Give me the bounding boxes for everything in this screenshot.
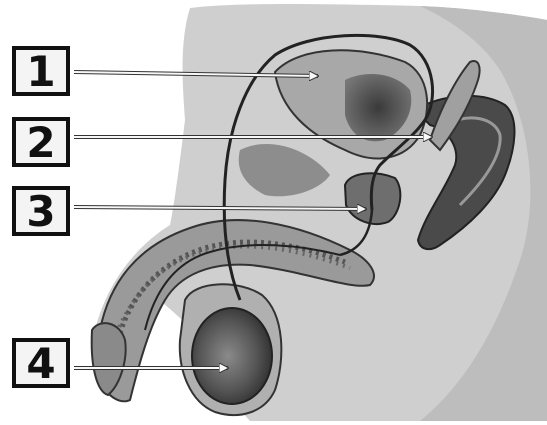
testis [192, 308, 272, 404]
label-2: 2 [12, 117, 70, 167]
label-4: 4 [12, 338, 70, 388]
label-1: 1 [12, 46, 70, 96]
label-3: 3 [12, 186, 70, 236]
